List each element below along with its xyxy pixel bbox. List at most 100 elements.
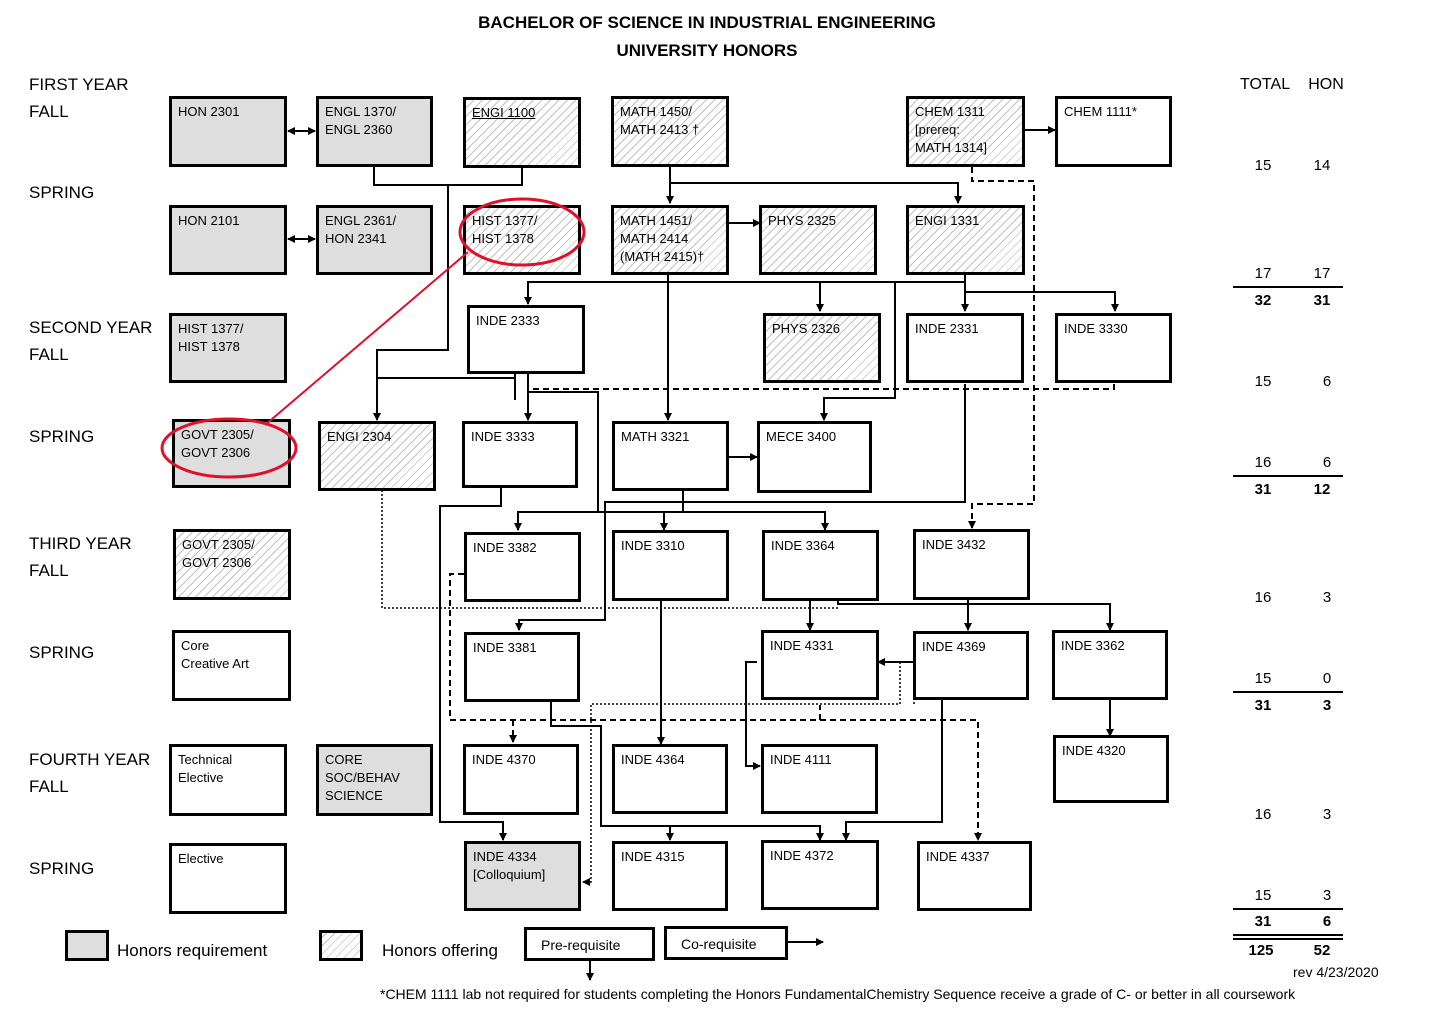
term-second-fall: FALL <box>29 345 69 364</box>
total-value: 15 <box>1254 157 1272 174</box>
grand-total-divider <box>1233 938 1343 940</box>
hon-value: 3 <box>1322 887 1332 904</box>
term-second-year: SECOND YEAR <box>29 318 153 337</box>
legend-honors-offering-swatch <box>319 930 363 961</box>
total-value: 16 <box>1254 806 1272 823</box>
term-second-spring: SPRING <box>29 427 95 446</box>
subtotal-hon: 6 <box>1322 913 1332 930</box>
course-inde-4370[interactable]: INDE 4370 <box>463 744 579 815</box>
term-third-year: THIRD YEAR <box>29 534 132 553</box>
course-inde-3330[interactable]: INDE 3330 <box>1055 313 1172 383</box>
hon-value: 14 <box>1313 157 1331 174</box>
subtotal-value: 32 <box>1254 292 1272 309</box>
hon-value: 3 <box>1322 806 1332 823</box>
term-fourth-fall: FALL <box>29 777 69 796</box>
course-engi-2304[interactable]: ENGI 2304 <box>318 421 436 491</box>
course-inde-4315[interactable]: INDE 4315 <box>612 841 728 911</box>
course-inde-3381[interactable]: INDE 3381 <box>464 632 580 702</box>
course-inde-3362[interactable]: INDE 3362 <box>1052 630 1168 700</box>
total-value: 15 <box>1254 887 1272 904</box>
legend-honors-requirement-swatch <box>65 930 109 961</box>
course-elective[interactable]: Elective <box>169 843 287 914</box>
course-engi-1331[interactable]: ENGI 1331 <box>906 205 1025 275</box>
hon-value: 0 <box>1322 670 1332 687</box>
term-first-spring: SPRING <box>29 183 95 202</box>
hon-value: 6 <box>1322 373 1332 390</box>
course-phys-2325[interactable]: PHYS 2325 <box>759 205 877 275</box>
course-inde-4364[interactable]: INDE 4364 <box>612 744 728 814</box>
total-value: 16 <box>1254 589 1272 606</box>
course-inde-4320[interactable]: INDE 4320 <box>1053 735 1169 803</box>
course-phys-2326[interactable]: PHYS 2326 <box>763 313 881 383</box>
total-value: 15 <box>1254 373 1272 390</box>
grand-total-divider <box>1233 934 1343 936</box>
diagram-subtitle: UNIVERSITY HONORS <box>616 41 798 60</box>
course-math-3321[interactable]: MATH 3321 <box>612 421 729 491</box>
total-value: 16 <box>1254 454 1272 471</box>
course-inde-3432[interactable]: INDE 3432 <box>913 529 1030 600</box>
course-core-creative-art[interactable]: Core Creative Art <box>172 630 291 701</box>
hon-value: 6 <box>1322 454 1332 471</box>
course-engl-2361[interactable]: ENGL 2361/ HON 2341 <box>316 205 433 275</box>
grand-total-value: 125 <box>1248 942 1274 959</box>
course-technical-elective[interactable]: Technical Elective <box>169 744 287 816</box>
course-inde-3364[interactable]: INDE 3364 <box>762 530 879 601</box>
course-hist-1377-offering[interactable]: HIST 1377/ HIST 1378 <box>463 205 581 275</box>
subtotal-divider <box>1233 691 1343 693</box>
term-fourth-year: FOURTH YEAR <box>29 750 151 769</box>
course-hon-2101[interactable]: HON 2101 <box>169 205 287 275</box>
subtotal-divider <box>1233 475 1343 477</box>
course-engi-1100[interactable]: ENGI 1100 <box>463 97 581 168</box>
total-value: 17 <box>1254 265 1272 282</box>
course-core-soc-behav[interactable]: CORE SOC/BEHAV SCIENCE <box>316 744 433 816</box>
subtotal-divider <box>1233 908 1343 910</box>
revision-date: rev 4/23/2020 <box>1293 964 1379 980</box>
course-inde-4372[interactable]: INDE 4372 <box>761 840 879 910</box>
hon-value: 17 <box>1313 265 1331 282</box>
totals-header-total: TOTAL <box>1240 76 1291 93</box>
course-inde-2333[interactable]: INDE 2333 <box>467 305 585 374</box>
term-third-fall: FALL <box>29 561 69 580</box>
course-inde-4337[interactable]: INDE 4337 <box>917 841 1032 911</box>
subtotal-hon: 12 <box>1313 481 1331 498</box>
course-mece-3400[interactable]: MECE 3400 <box>757 421 872 493</box>
total-value: 15 <box>1254 670 1272 687</box>
course-math-1451[interactable]: MATH 1451/ MATH 2414 (MATH 2415)† <box>611 205 729 275</box>
subtotal-value: 31 <box>1254 697 1272 714</box>
term-third-spring: SPRING <box>29 643 95 662</box>
term-fourth-spring: SPRING <box>29 859 95 878</box>
course-hon-2301[interactable]: HON 2301 <box>169 96 287 167</box>
subtotal-value: 31 <box>1254 481 1272 498</box>
course-inde-3333[interactable]: INDE 3333 <box>462 421 578 488</box>
course-govt-2305-offering[interactable]: GOVT 2305/ GOVT 2306 <box>173 529 291 600</box>
legend-honors-offering-label: Honors offering <box>382 941 498 960</box>
grand-total-hon: 52 <box>1313 942 1331 959</box>
footnote: *CHEM 1111 lab not required for students… <box>380 986 1296 1002</box>
legend-corequisite-box: Co-requisite <box>664 926 788 960</box>
course-chem-1111[interactable]: CHEM 1111* <box>1055 96 1172 167</box>
course-govt-2305-honors[interactable]: GOVT 2305/ GOVT 2306 <box>172 419 291 488</box>
subtotal-hon: 3 <box>1322 697 1332 714</box>
totals-header-hon: HON <box>1308 76 1344 93</box>
course-inde-2331[interactable]: INDE 2331 <box>906 313 1024 383</box>
course-inde-3382[interactable]: INDE 3382 <box>464 532 581 602</box>
term-first-fall: FALL <box>29 102 69 121</box>
legend-honors-requirement-label: Honors requirement <box>117 941 268 960</box>
course-inde-4334[interactable]: INDE 4334 [Colloquium] <box>464 841 581 911</box>
course-chem-1311[interactable]: CHEM 1311 [prereq: MATH 1314] <box>906 96 1025 167</box>
subtotal-value: 31 <box>1254 913 1272 930</box>
course-engl-1370[interactable]: ENGL 1370/ ENGL 2360 <box>316 96 433 167</box>
course-inde-4331[interactable]: INDE 4331 <box>761 630 879 700</box>
subtotal-divider <box>1233 286 1343 288</box>
course-hist-1377-honors[interactable]: HIST 1377/ HIST 1378 <box>169 313 287 383</box>
legend-prerequisite-box: Pre-requisite <box>524 927 655 961</box>
course-inde-4369[interactable]: INDE 4369 <box>913 631 1029 700</box>
course-inde-4111[interactable]: INDE 4111 <box>761 744 878 814</box>
course-inde-3310[interactable]: INDE 3310 <box>612 530 729 601</box>
term-first-year: FIRST YEAR <box>29 75 129 94</box>
diagram-title: BACHELOR OF SCIENCE IN INDUSTRIAL ENGINE… <box>478 13 936 32</box>
hon-value: 3 <box>1322 589 1332 606</box>
course-math-1450[interactable]: MATH 1450/ MATH 2413 † <box>611 96 729 167</box>
subtotal-hon: 31 <box>1313 292 1331 309</box>
